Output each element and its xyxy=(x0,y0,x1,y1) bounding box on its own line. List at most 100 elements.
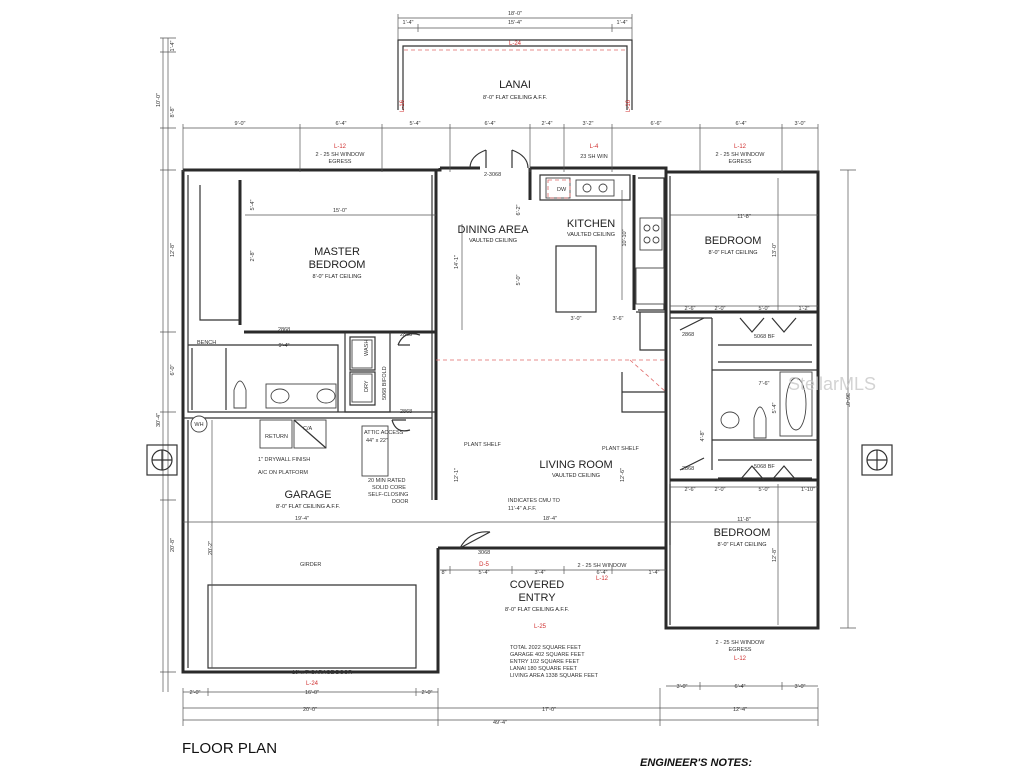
dim-bath-76: 7'-6" xyxy=(759,381,770,387)
dim-master-w: 15'-0" xyxy=(333,208,347,214)
dim-kit-36: 3'-6" xyxy=(613,316,624,322)
garage-door-tag: L-24 xyxy=(306,681,319,687)
bedroom1-name: BEDROOM xyxy=(705,235,762,247)
lanai-right-tag: L-16 xyxy=(626,99,632,112)
door-2868-a: 2868 xyxy=(278,327,290,333)
dim-entry-34: 3'-4" xyxy=(535,570,546,576)
dining-name: DINING AREA xyxy=(458,224,530,236)
door-tag: D-5 xyxy=(479,562,489,568)
dim-r2-d: 6'-4" xyxy=(485,121,496,127)
dim-bot-a: 20'-0" xyxy=(303,707,317,713)
dim-bot-20: 2'-0" xyxy=(190,690,201,696)
rated-2: SOLID CORE xyxy=(372,485,406,491)
bedroom2-note: 8'-0" FLAT CEILING xyxy=(718,542,767,548)
dim-left-d: 12'-8" xyxy=(170,243,176,257)
entry-window-tag: L-12 xyxy=(596,576,609,582)
dim-left-g: 20'-8" xyxy=(170,538,176,552)
dim-left-e: 6'-0" xyxy=(170,364,176,375)
dim-bot-total: 49'-4" xyxy=(493,720,507,726)
door-swings xyxy=(391,149,797,549)
dim-bath-510: 1'-10" xyxy=(801,487,815,493)
living-note: VAULTED CEILING xyxy=(552,473,600,479)
dim-bot-30: 3'-0" xyxy=(677,684,688,690)
return-label: RETURN xyxy=(265,434,288,440)
door-2868-b: 2868 xyxy=(400,332,412,338)
lanai-top-tag: L-24 xyxy=(509,41,522,47)
dim-entry-14: 1'-4" xyxy=(649,570,660,576)
dim-entry-8: 8" xyxy=(441,570,446,576)
sqft-living: LIVING AREA 1338 SQUARE FEET xyxy=(510,673,599,679)
dim-r2-i: 3'-0" xyxy=(795,121,806,127)
dim-bed1-v: 13'-0" xyxy=(772,243,778,257)
reference-lines xyxy=(404,49,667,393)
dim-left-a: 1'-4" xyxy=(170,40,176,51)
ac-label: A/C ON PLATFORM xyxy=(258,470,308,476)
bedroom2-window-label: 2 - 25 SH WINDOW xyxy=(716,640,766,646)
sqft-lanai: LANAI 180 SQUARE FEET xyxy=(510,666,578,672)
master-window-tag: L-12 xyxy=(334,144,347,150)
dim-liv-w: 18'-4" xyxy=(543,516,557,522)
annotations: 2868 2868 2868 2868 2868 3068 2-3068 BEN… xyxy=(194,172,775,676)
exterior-walls xyxy=(181,39,820,674)
kitchen-window-tag: L-4 xyxy=(590,144,599,150)
sqft-total: TOTAL 2022 SQUARE FEET xyxy=(510,645,582,651)
dim-bed2-v: 12'-8" xyxy=(772,548,778,562)
dim-bath-54: 5'-4" xyxy=(772,402,778,413)
window-labels: L-12 2 - 25 SH WINDOW EGRESS L-4 23 SH W… xyxy=(316,144,766,662)
dim-r2-h: 6'-4" xyxy=(736,121,747,127)
plant-shelf-left: PLANT SHELF xyxy=(464,442,502,448)
entry-note: 8'-0" FLAT CEILING A.F.F. xyxy=(505,607,569,613)
entry-window-label: 2 - 25 SH WINDOW xyxy=(578,563,628,569)
kitchen-window-label: 23 SH WIN xyxy=(580,154,608,160)
attic-label: ATTIC ACCESS xyxy=(364,430,404,436)
bedroom2-window-sub: EGRESS xyxy=(729,647,752,653)
entry-name-1: COVERED xyxy=(510,579,564,591)
dim-master-5: 5'-4" xyxy=(250,199,256,210)
closet-bf-2: 5068 BF xyxy=(754,464,775,470)
cmu-note-1: INDICATES CMU TO xyxy=(508,498,561,504)
dim-top-total: 18'-0" xyxy=(508,11,522,17)
dim-left-b: 10'-0" xyxy=(156,93,162,107)
door-2868-d: 2868 xyxy=(682,332,694,338)
dim-bot-30b: 3'-0" xyxy=(795,684,806,690)
dim-bath-26b: 2'-6" xyxy=(685,487,696,493)
rated-1: 20 MIN RATED xyxy=(368,478,406,484)
dim-bot-c: 12'-4" xyxy=(733,707,747,713)
dining-note: VAULTED CEILING xyxy=(469,238,517,244)
dim-bath-50: 5'-0" xyxy=(759,306,770,312)
entry-tag: L-25 xyxy=(534,624,547,630)
dim-left-f: 30'-4" xyxy=(156,413,162,427)
dim-liv-h: 12'-1" xyxy=(454,468,460,482)
engineer-notes-heading: ENGINEER'S NOTES: xyxy=(640,757,752,768)
entry-name-2: ENTRY xyxy=(518,592,556,604)
room-labels: LANAI 8'-0" FLAT CEILING A.F.F. MASTER B… xyxy=(276,79,770,613)
dim-liv-hr: 12'-6" xyxy=(620,468,626,482)
door-2868-e: 2868 xyxy=(682,466,694,472)
lanai-note: 8'-0" FLAT CEILING A.F.F. xyxy=(483,95,547,101)
dim-top-mid: 15'-4" xyxy=(508,20,522,26)
living-name: LIVING ROOM xyxy=(539,459,612,471)
bedroom1-window-sub: EGRESS xyxy=(729,159,752,165)
north-arrow-left xyxy=(146,444,178,476)
door-2868-c: 2868 xyxy=(400,409,412,415)
dim-r2-a: 9'-0" xyxy=(235,121,246,127)
dim-r2-b: 6'-4" xyxy=(336,121,347,127)
dryer-label: DRY xyxy=(364,380,370,392)
door-2068: 2-3068 xyxy=(484,172,501,178)
tags: L-24 L-16 L-16 D-5 L-24 L-25 xyxy=(306,41,632,687)
dim-r2-e: 2'-4" xyxy=(542,121,553,127)
dim-bot-64: 6'-4" xyxy=(735,684,746,690)
dim-kit-62: 6'-2" xyxy=(516,204,522,215)
floor-plan-title: FLOOR PLAN xyxy=(182,740,277,757)
ca-label: C/A xyxy=(303,426,313,432)
closet-bf-1: 5068 BF xyxy=(754,334,775,340)
master-name-1: MASTER xyxy=(314,246,360,258)
garage-door-label: 16' x 7' GARAGE DOOR xyxy=(292,670,352,676)
dimension-text: 18'-0" 1'-4" 15'-4" 1'-4" 9'-0" 6'-4" 5'… xyxy=(156,11,850,726)
dim-top-left: 1'-4" xyxy=(403,20,414,26)
dim-island-w: 3'-0" xyxy=(571,316,582,322)
master-window-label: 2 - 25 SH WINDOW xyxy=(316,152,366,158)
rated-3: SELF-CLOSING xyxy=(368,492,408,498)
dim-bath-48: 4'-8" xyxy=(700,430,706,441)
dim-kit-h: 10'-10" xyxy=(622,229,628,246)
